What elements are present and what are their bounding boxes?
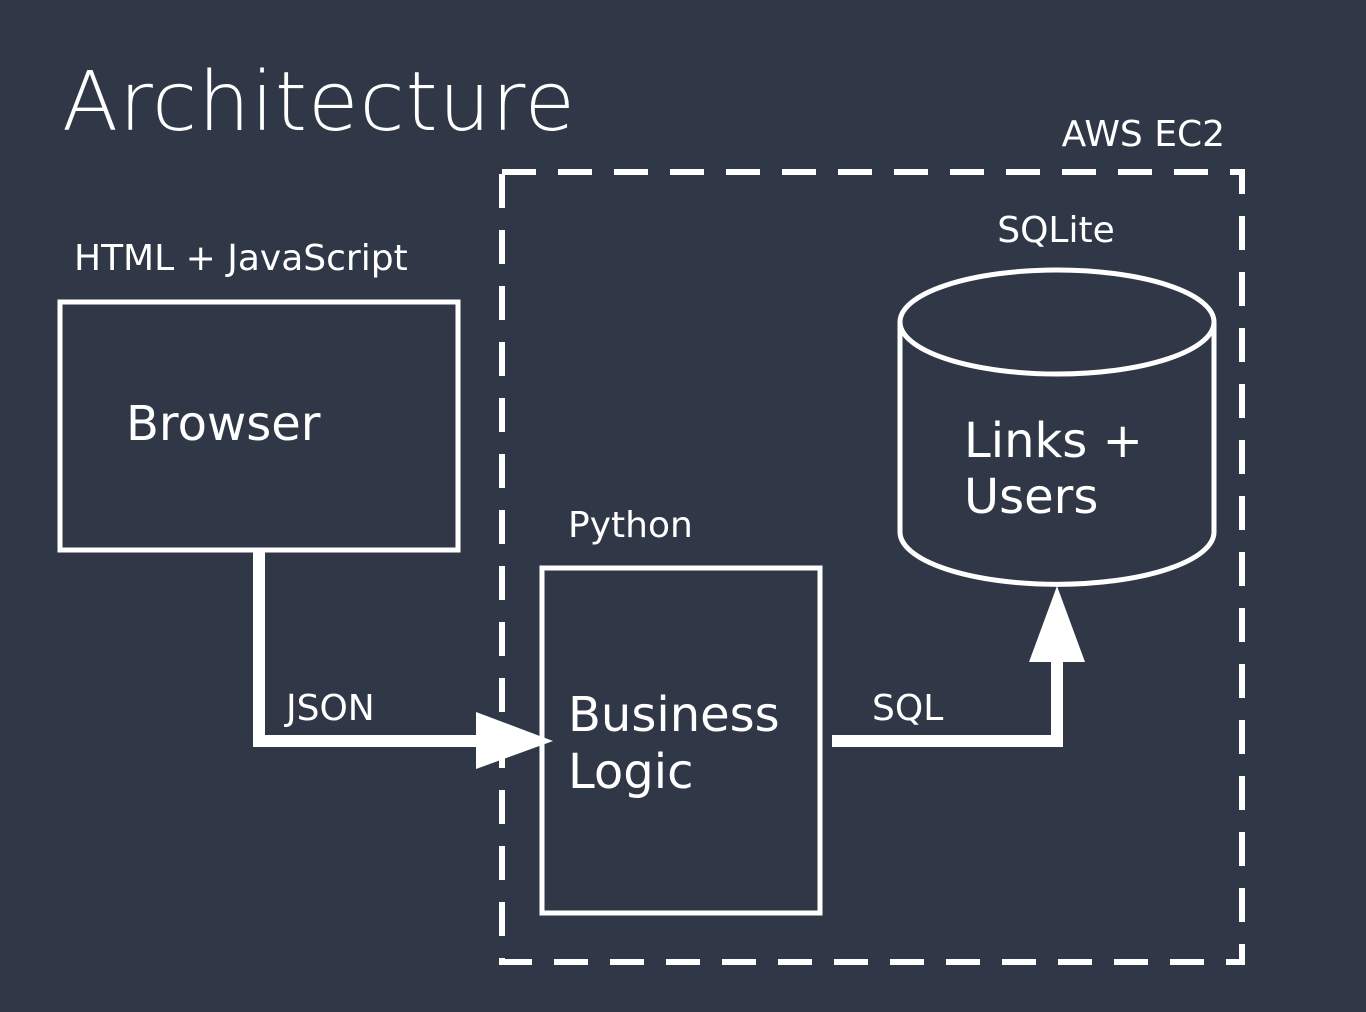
- python-caption: Python: [568, 505, 693, 546]
- browser-label: Browser: [126, 396, 321, 452]
- aws-ec2-label: AWS EC2: [1062, 114, 1225, 155]
- json-edge-label: JSON: [284, 688, 375, 729]
- business-logic-label-line1: Business: [568, 687, 780, 743]
- database-label-line1: Links +: [964, 413, 1143, 469]
- business-logic-label-line2: Logic: [568, 744, 693, 800]
- database-cylinder: [897, 267, 1217, 587]
- sqlite-caption: SQLite: [997, 210, 1115, 251]
- json-arrowhead: [476, 712, 553, 769]
- browser-caption: HTML + JavaScript: [74, 238, 408, 279]
- json-edge: [253, 552, 553, 769]
- sql-edge-label: SQL: [872, 688, 943, 729]
- diagram-title: Architecture: [62, 55, 576, 150]
- sql-edge: [832, 586, 1085, 747]
- browser-node: [57, 299, 461, 553]
- aws-ec2-container: [499, 169, 1245, 965]
- sql-arrowhead: [1029, 586, 1085, 662]
- database-label-line2: Users: [964, 469, 1098, 525]
